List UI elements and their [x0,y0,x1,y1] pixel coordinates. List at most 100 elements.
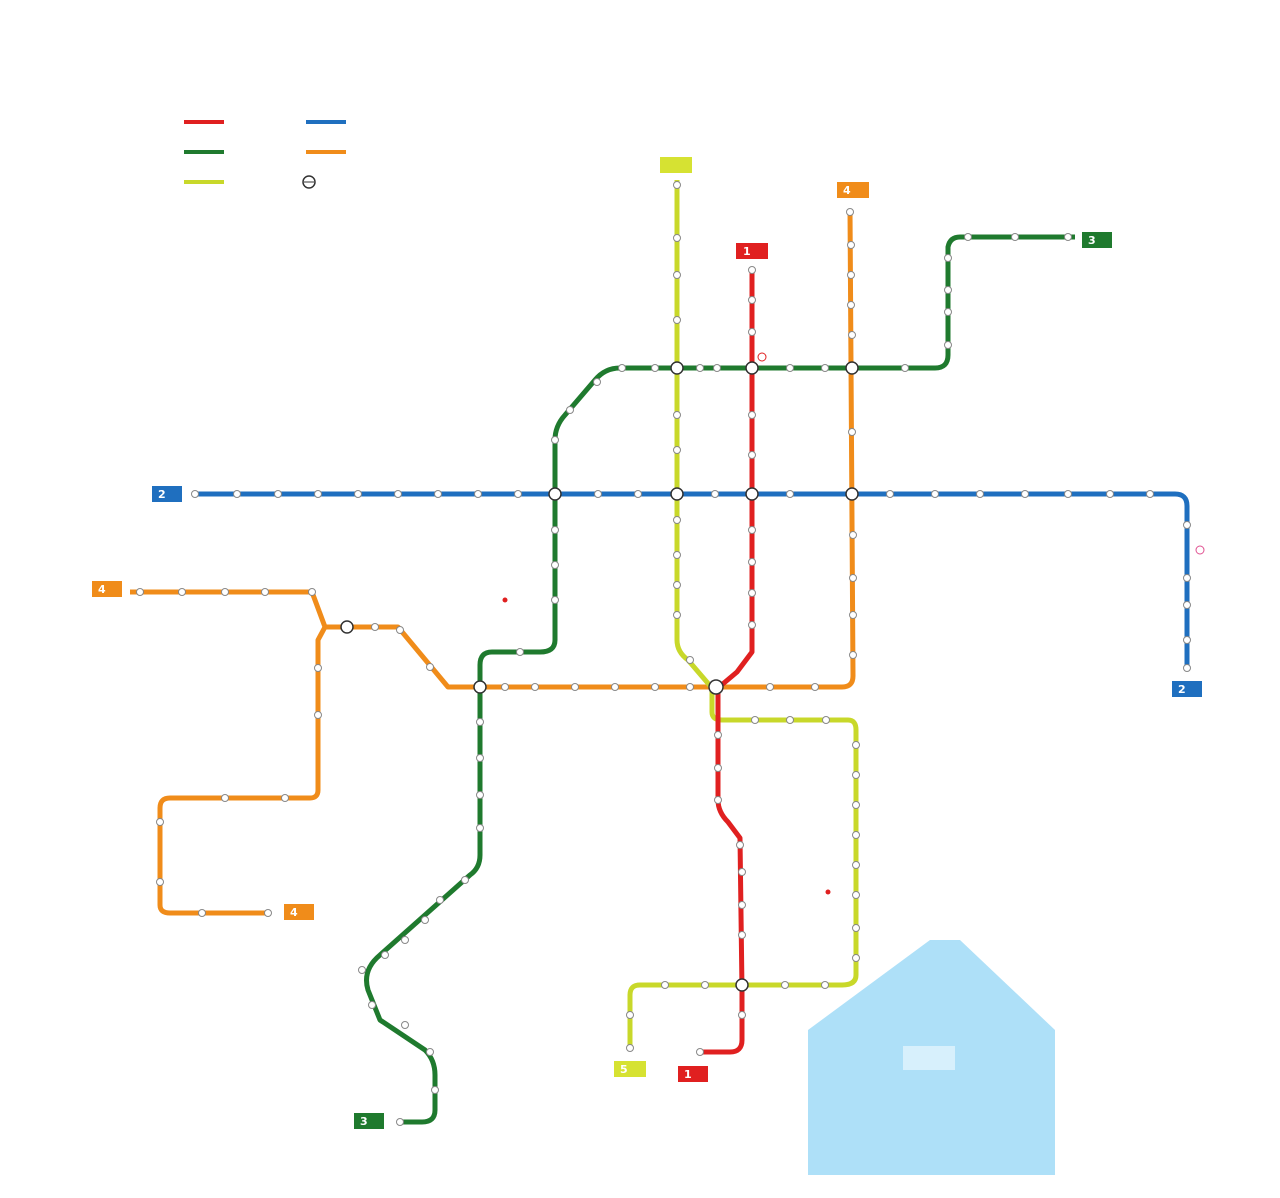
station-dot[interactable] [314,490,322,498]
station-dot[interactable] [711,490,719,498]
station-dot[interactable] [634,490,642,498]
interchange-icon[interactable] [735,978,749,992]
station-dot[interactable] [198,909,206,917]
station-dot[interactable] [736,841,744,849]
station-dot[interactable] [1146,490,1154,498]
station-dot[interactable] [618,364,626,372]
station-dot[interactable] [964,233,972,241]
station-dot[interactable] [358,966,366,974]
station-dot[interactable] [748,296,756,304]
station-dot[interactable] [713,364,721,372]
station-dot[interactable] [944,308,952,316]
station-dot[interactable] [714,731,722,739]
station-dot[interactable] [852,924,860,932]
station-dot[interactable] [846,208,854,216]
station-dot[interactable] [1106,490,1114,498]
interchange-icon[interactable] [670,487,684,501]
station-dot[interactable] [901,364,909,372]
station-dot[interactable] [551,561,559,569]
station-dot[interactable] [748,266,756,274]
station-dot[interactable] [848,331,856,339]
interchange-icon[interactable] [745,361,759,375]
station-dot[interactable] [501,683,509,691]
station-dot[interactable] [626,1011,634,1019]
station-dot[interactable] [426,1048,434,1056]
station-dot[interactable] [738,868,746,876]
station-dot[interactable] [396,626,404,634]
station-dot[interactable] [476,791,484,799]
station-dot[interactable] [852,861,860,869]
station-dot[interactable] [696,1048,704,1056]
station-dot[interactable] [748,621,756,629]
line-badge[interactable]: 1 [684,1068,692,1081]
interchange-icon[interactable] [548,487,562,501]
station-dot[interactable] [516,648,524,656]
station-dot[interactable] [811,683,819,691]
interchange-icon[interactable] [473,680,487,694]
station-dot[interactable] [786,364,794,372]
interchange-icon[interactable] [745,487,759,501]
station-dot[interactable] [738,1011,746,1019]
station-dot[interactable] [748,451,756,459]
station-dot[interactable] [849,574,857,582]
station-dot[interactable] [434,490,442,498]
station-dot[interactable] [673,581,681,589]
line-badge[interactable]: 2 [158,488,166,501]
station-dot[interactable] [847,241,855,249]
line-badge[interactable]: 3 [360,1115,368,1128]
station-dot[interactable] [308,588,316,596]
station-dot[interactable] [401,936,409,944]
station-dot[interactable] [786,716,794,724]
station-dot[interactable] [611,683,619,691]
station-dot[interactable] [551,436,559,444]
station-dot[interactable] [396,1118,404,1126]
station-dot[interactable] [551,596,559,604]
station-dot[interactable] [748,411,756,419]
station-dot[interactable] [944,341,952,349]
station-dot[interactable] [944,254,952,262]
station-dot[interactable] [651,683,659,691]
station-dot[interactable] [748,558,756,566]
station-dot[interactable] [156,818,164,826]
station-dot[interactable] [514,490,522,498]
station-dot[interactable] [651,364,659,372]
station-dot[interactable] [233,490,241,498]
station-dot[interactable] [822,716,830,724]
station-dot[interactable] [314,711,322,719]
station-dot[interactable] [748,526,756,534]
station-dot[interactable] [847,301,855,309]
line-badge[interactable]: 1 [743,245,751,258]
station-dot[interactable] [821,364,829,372]
station-dot[interactable] [673,446,681,454]
station-dot[interactable] [673,271,681,279]
station-dot[interactable] [281,794,289,802]
station-dot[interactable] [852,891,860,899]
station-dot[interactable] [1021,490,1029,498]
line-badge[interactable]: 5 [620,1063,628,1076]
station-dot[interactable] [476,754,484,762]
line-badge[interactable]: 3 [1088,234,1096,247]
station-dot[interactable] [738,901,746,909]
station-dot[interactable] [661,981,669,989]
station-dot[interactable] [673,316,681,324]
station-dot[interactable] [849,611,857,619]
station-dot[interactable] [696,364,704,372]
station-dot[interactable] [531,683,539,691]
station-dot[interactable] [1183,521,1191,529]
station-dot[interactable] [178,588,186,596]
station-dot[interactable] [461,876,469,884]
station-dot[interactable] [136,588,144,596]
station-dot[interactable] [714,764,722,772]
station-dot[interactable] [738,931,746,939]
station-dot[interactable] [476,824,484,832]
station-dot[interactable] [431,1086,439,1094]
station-dot[interactable] [1183,601,1191,609]
station-dot[interactable] [1183,664,1191,672]
line-badge[interactable]: 4 [98,583,106,596]
interchange-icon[interactable] [340,620,354,634]
station-dot[interactable] [221,588,229,596]
station-dot[interactable] [786,490,794,498]
station-dot[interactable] [436,896,444,904]
station-dot[interactable] [848,428,856,436]
station-dot[interactable] [1011,233,1019,241]
